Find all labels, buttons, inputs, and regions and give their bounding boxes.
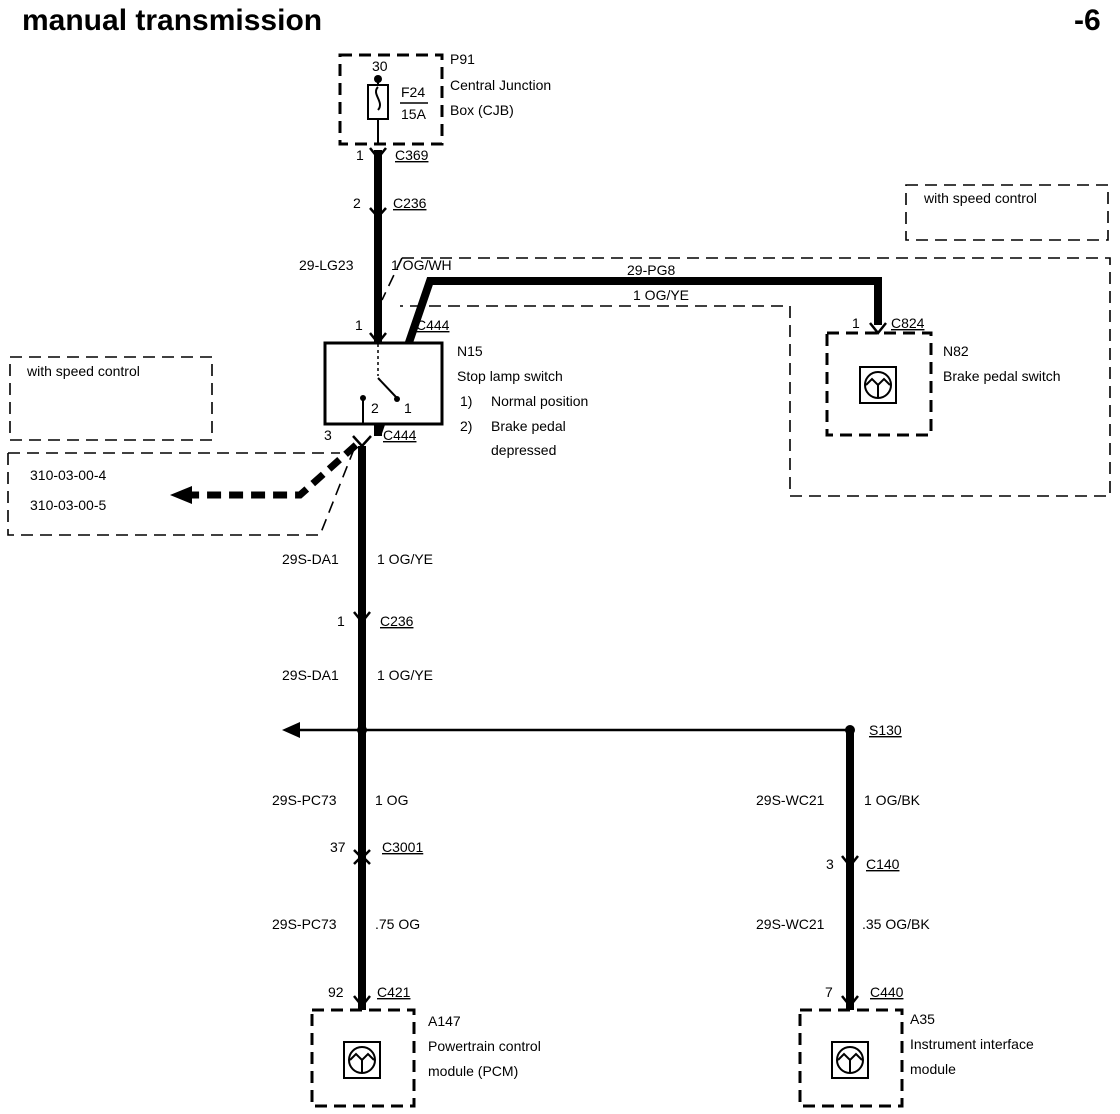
pcm-ref: A147 bbox=[428, 1013, 461, 1029]
connector-c236-icon bbox=[369, 207, 387, 219]
connector-c140: C140 bbox=[866, 856, 900, 872]
switch-contact-icon bbox=[377, 377, 397, 398]
arrow-left-splice-icon bbox=[282, 722, 300, 738]
svg-text:1): 1) bbox=[460, 393, 472, 409]
svg-text:37: 37 bbox=[330, 839, 346, 855]
wire-pc73b-circuit: 29S-PC73 bbox=[272, 916, 337, 932]
svg-text:2): 2) bbox=[460, 418, 472, 434]
switch-note-1: Normal position bbox=[491, 393, 588, 409]
wire-wc21b-spec: .35 OG/BK bbox=[862, 916, 930, 932]
brake-pedal-switch-ref: N82 bbox=[943, 343, 969, 359]
wire-speed-control bbox=[190, 442, 359, 499]
iim-name-2: module bbox=[910, 1061, 956, 1077]
connector-c824: C824 bbox=[891, 315, 925, 331]
pcm-icon bbox=[343, 1041, 381, 1079]
iim-name-1: Instrument interface bbox=[910, 1036, 1034, 1052]
fuse-icon bbox=[367, 84, 389, 120]
iim-icon bbox=[831, 1041, 869, 1079]
pcm-name-1: Powertrain control bbox=[428, 1038, 541, 1054]
wire-da1b-circuit: 29S-DA1 bbox=[282, 667, 339, 683]
brake-pedal-switch-name: Brake pedal switch bbox=[943, 368, 1061, 384]
connector-c3001: C3001 bbox=[382, 839, 423, 855]
cjb-terminal-label: 30 bbox=[372, 58, 388, 74]
connector-c236-mid: C236 bbox=[380, 613, 414, 629]
switch-note-2a: Brake pedal bbox=[491, 418, 566, 434]
svg-text:7: 7 bbox=[825, 984, 833, 1000]
fuse-id: F24 bbox=[401, 84, 425, 100]
svg-text:3: 3 bbox=[826, 856, 834, 872]
wire-pc73a-spec: 1 OG bbox=[375, 792, 408, 808]
connector-c444-bottom: C444 bbox=[383, 427, 417, 443]
speed-control-box-left bbox=[9, 356, 213, 441]
iim-ref: A35 bbox=[910, 1011, 935, 1027]
switch-pin-1: 1 bbox=[404, 400, 412, 416]
svg-text:92: 92 bbox=[328, 984, 344, 1000]
wire-wc21a-spec: 1 OG/BK bbox=[864, 792, 921, 808]
iim-box bbox=[798, 1008, 904, 1108]
cjb-box bbox=[338, 53, 444, 146]
speed-control-box-right bbox=[905, 184, 1109, 241]
fuse-rating: 15A bbox=[401, 106, 427, 122]
page-number: -6 bbox=[1074, 4, 1101, 37]
wire-pg8 bbox=[374, 277, 882, 436]
wire-pg8-circuit: 29-PG8 bbox=[627, 262, 675, 278]
wire-da1a-spec: 1 OG/YE bbox=[377, 551, 433, 567]
wire-pg8-spec: 1 OG/YE bbox=[633, 287, 689, 303]
cross-ref-1: 310-03-00-4 bbox=[30, 467, 106, 483]
svg-text:3: 3 bbox=[324, 427, 332, 443]
connector-c3001-icon bbox=[353, 849, 371, 865]
stop-lamp-switch-ref: N15 bbox=[457, 343, 483, 359]
switch-pin-2: 2 bbox=[371, 400, 379, 416]
connector-c440: C440 bbox=[870, 984, 904, 1000]
wire-wc21b-circuit: 29S-WC21 bbox=[756, 916, 825, 932]
wire-lg23-circuit: 29-LG23 bbox=[299, 257, 354, 273]
cjb-ref: P91 bbox=[450, 51, 475, 67]
cjb-name-2: Box (CJB) bbox=[450, 102, 514, 118]
connector-c369-icon bbox=[369, 147, 387, 161]
wire-lg23-spec: 1 OG/WH bbox=[391, 257, 452, 273]
wire-pc73b-spec: .75 OG bbox=[375, 916, 420, 932]
speed-control-region-right bbox=[381, 257, 1111, 497]
connector-c421: C421 bbox=[377, 984, 411, 1000]
svg-text:1: 1 bbox=[337, 613, 345, 629]
pcm-box bbox=[310, 1008, 416, 1108]
switch-note-2b: depressed bbox=[491, 442, 556, 458]
pcm-name-2: module (PCM) bbox=[428, 1063, 518, 1079]
svg-text:1: 1 bbox=[355, 317, 363, 333]
connector-c236-top: C236 bbox=[393, 195, 427, 211]
brake-pedal-switch-box bbox=[825, 331, 933, 437]
page-title: manual transmission bbox=[22, 4, 322, 37]
splice-s130: S130 bbox=[869, 722, 902, 738]
connector-c444-top: C444 bbox=[416, 317, 450, 333]
wire-da1a-circuit: 29S-DA1 bbox=[282, 551, 339, 567]
arrow-left-icon bbox=[170, 486, 192, 504]
cross-ref-2: 310-03-00-5 bbox=[30, 497, 106, 513]
cjb-name-1: Central Junction bbox=[450, 77, 551, 93]
svg-text:1: 1 bbox=[356, 147, 364, 163]
cross-ref-region bbox=[7, 443, 357, 536]
wire-da1b-spec: 1 OG/YE bbox=[377, 667, 433, 683]
svg-text:1: 1 bbox=[852, 315, 860, 331]
wire-wc21a-circuit: 29S-WC21 bbox=[756, 792, 825, 808]
speed-control-label-left: with speed control bbox=[26, 363, 140, 379]
speed-control-label-right: with speed control bbox=[923, 190, 1037, 206]
connector-c369: C369 bbox=[395, 147, 429, 163]
wire-pc73a-circuit: 29S-PC73 bbox=[272, 792, 337, 808]
brake-pedal-switch-icon bbox=[859, 366, 897, 404]
svg-text:2: 2 bbox=[353, 195, 361, 211]
stop-lamp-switch-name: Stop lamp switch bbox=[457, 368, 563, 384]
